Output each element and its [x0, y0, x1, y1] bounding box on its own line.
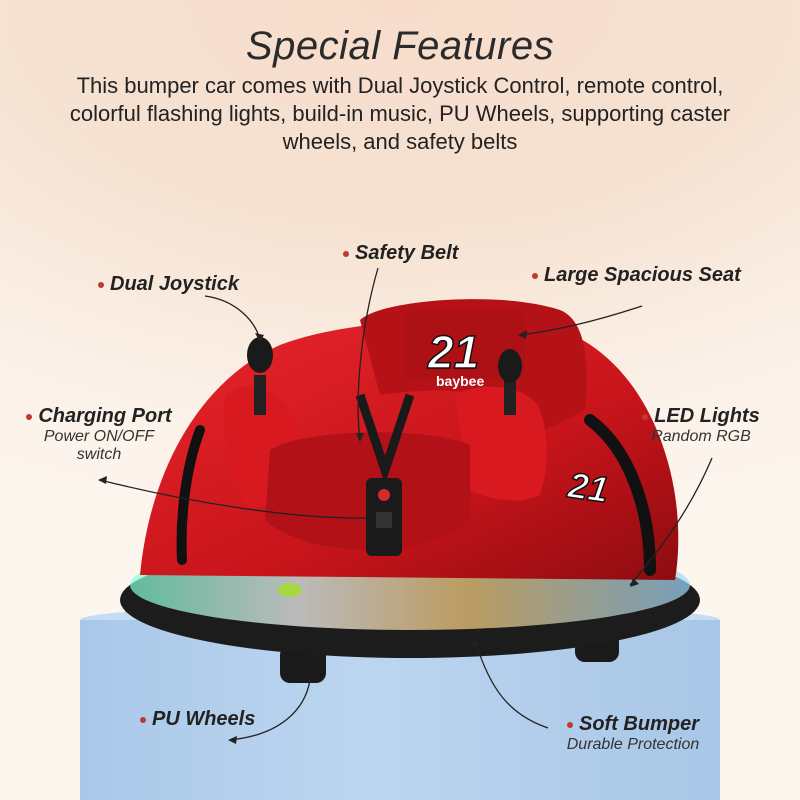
page-title: Special Features	[245, 24, 555, 68]
bullet-dot	[343, 250, 349, 257]
power-switch-icon	[378, 489, 390, 501]
label-charging-port: Charging Port Power ON/OFF switch	[14, 405, 184, 464]
side-stripe	[584, 414, 656, 576]
bullet-dot	[140, 716, 146, 723]
port-socket-icon	[376, 512, 392, 528]
joystick-right	[498, 349, 522, 415]
label-large-seat: Large Spacious Seat	[532, 264, 741, 287]
label-dual-joystick: Dual Joystick	[98, 273, 239, 296]
arrow-heads	[98, 330, 639, 744]
bullet-dot	[26, 413, 33, 420]
side-stripe-left	[176, 425, 205, 565]
safety-belt	[355, 393, 415, 485]
joystick-left	[247, 337, 273, 415]
label-led-lights: LED Lights Random RGB	[626, 405, 776, 446]
label-pu-wheels: PU Wheels	[140, 708, 255, 731]
bullet-dot	[532, 272, 538, 279]
seat-brand: baybee	[436, 373, 484, 389]
bullet-dot	[98, 281, 104, 288]
label-safety-belt: Safety Belt	[343, 242, 458, 265]
label-soft-bumper: Soft Bumper Durable Protection	[566, 713, 700, 753]
callout-arrows	[99, 267, 713, 741]
right-arm	[455, 386, 547, 501]
seat-number: 21	[427, 326, 479, 378]
side-number: 21	[565, 464, 611, 510]
page-subtitle: This bumper car comes with Dual Joystick…	[69, 73, 731, 154]
bullet-dot	[567, 721, 573, 728]
seat-panel	[405, 310, 525, 380]
bullet-dot	[642, 413, 649, 420]
front-badge	[278, 583, 302, 597]
